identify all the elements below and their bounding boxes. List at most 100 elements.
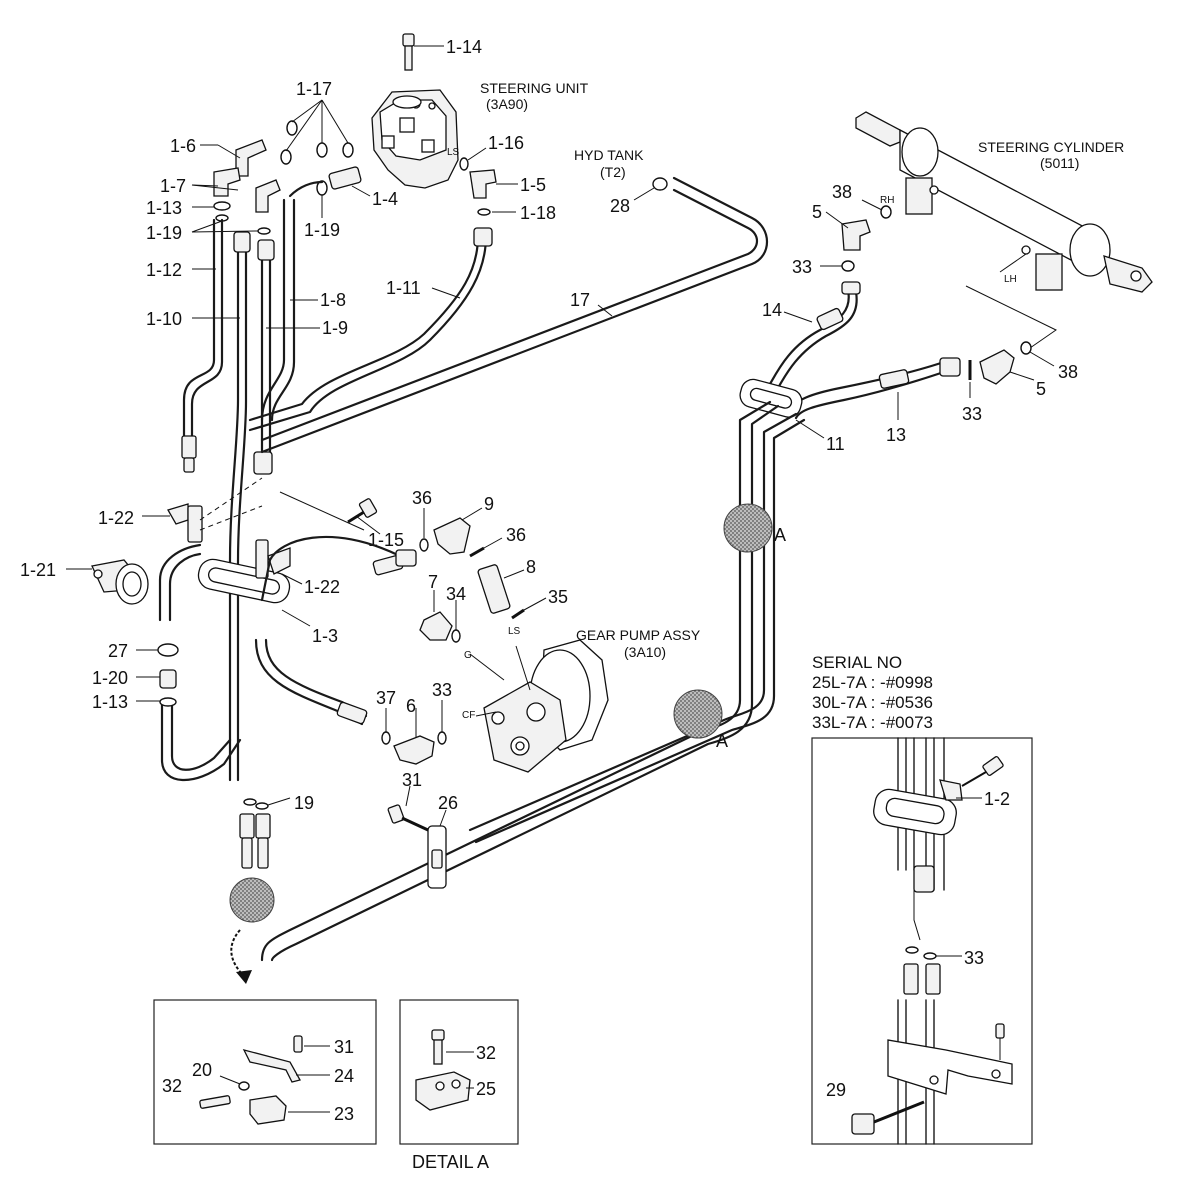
- oring-1-18: [477, 208, 516, 216]
- callout-1-9: 1-9: [322, 318, 348, 338]
- port-lh: LH: [1004, 274, 1017, 285]
- steering-cylinder: [855, 111, 1153, 293]
- callout-1-22-left: 1-22: [98, 508, 134, 528]
- serial-inset-box: [811, 737, 1033, 1145]
- steering-unit-code: (3A90): [486, 96, 528, 112]
- callout-31: 31: [402, 770, 422, 790]
- callout-36-b: 36: [506, 525, 526, 545]
- detail-box-clamp: [153, 999, 377, 1145]
- detail-a-callout-32: 32: [476, 1043, 496, 1063]
- elbow-1-5: [469, 169, 518, 199]
- serial-heading: SERIAL NO: [812, 653, 902, 672]
- callout-28: 28: [610, 196, 630, 216]
- callout-1-4: 1-4: [372, 189, 398, 209]
- orings-1-17: [280, 99, 354, 165]
- detail-a-callout-25: 25: [476, 1079, 496, 1099]
- callout-1-19-mid: 1-19: [304, 220, 340, 240]
- inset-clamp-1-2: [873, 756, 1004, 836]
- port-g: G: [464, 650, 472, 661]
- detail-callout-20: 20: [192, 1060, 212, 1080]
- pressure-hose-pump: [254, 535, 417, 726]
- port-ls-top: LS: [447, 147, 460, 158]
- callout-19: 19: [294, 793, 314, 813]
- detail-a-marker-lower: [673, 689, 723, 739]
- callout-13: 13: [886, 425, 906, 445]
- elbow-5-top: [825, 211, 871, 251]
- clamp-26: [427, 809, 447, 889]
- callout-33-right: 33: [962, 404, 982, 424]
- clamp-27: [136, 643, 179, 657]
- serial-line-25l: 25L-7A : -#0998: [812, 673, 933, 692]
- callout-34: 34: [446, 584, 466, 604]
- callout-7: 7: [428, 572, 438, 592]
- oring-36-a: [419, 508, 429, 552]
- inset-callout-29: 29: [826, 1080, 846, 1100]
- elbow-5-right: [979, 349, 1035, 385]
- callout-1-11: 1-11: [386, 278, 421, 298]
- gear-pump-name: GEAR PUMP ASSY: [576, 627, 701, 643]
- oring-33-mid: [437, 700, 447, 745]
- oring-38-right: [1020, 341, 1055, 367]
- gear-pump: [469, 639, 609, 773]
- oring-38-top: [861, 199, 892, 219]
- detail-a-box: [399, 999, 519, 1145]
- callout-1-13-bottom: 1-13: [92, 692, 128, 712]
- callout-14: 14: [762, 300, 782, 320]
- callout-1-8: 1-8: [320, 290, 346, 310]
- callout-1-3: 1-3: [312, 626, 338, 646]
- callout-1-5: 1-5: [520, 175, 546, 195]
- detail-clamp-parts: [199, 1035, 330, 1125]
- hose-14: [768, 281, 861, 390]
- callout-5-right: 5: [1036, 379, 1046, 399]
- callout-33-mid: 33: [432, 680, 452, 700]
- elbow-6: [393, 708, 435, 765]
- clamp-11: [739, 378, 825, 439]
- steering-unit: [371, 89, 459, 189]
- callout-a-lower: A: [716, 731, 728, 751]
- clamp-28: [633, 177, 668, 201]
- callout-1-22-mid: 1-22: [304, 577, 340, 597]
- detail-callout-31: 31: [334, 1037, 354, 1057]
- port-ls-pump: LS: [508, 626, 521, 637]
- callout-37: 37: [376, 688, 396, 708]
- callout-38-right: 38: [1058, 362, 1078, 382]
- steering-cylinder-code: (5011): [1040, 155, 1079, 171]
- fitting-7: [419, 590, 453, 641]
- callout-5-top: 5: [812, 202, 822, 222]
- callout-1-21: 1-21: [20, 560, 56, 580]
- port-rh: RH: [880, 195, 894, 206]
- oring-1-19-mid: [316, 180, 328, 218]
- callout-35: 35: [548, 587, 568, 607]
- callout-1-17: 1-17: [296, 79, 332, 99]
- callout-1-7: 1-7: [160, 176, 186, 196]
- inset-bracket-29: [851, 1023, 1013, 1135]
- gear-pump-code: (3A10): [624, 644, 666, 660]
- hose-1-8: [260, 180, 324, 422]
- oring-37: [381, 708, 391, 745]
- oring-1-13-top: [192, 201, 231, 211]
- oring-34: [451, 600, 461, 643]
- bolt-1-14: [402, 33, 444, 71]
- callout-17: 17: [570, 290, 590, 310]
- callout-33-top: 33: [792, 257, 812, 277]
- callout-1-12: 1-12: [146, 260, 182, 280]
- tube-1-10: [228, 231, 251, 782]
- callout-8: 8: [526, 557, 536, 577]
- detail-a-marker-upper: [723, 503, 773, 553]
- callout-38-top: 38: [832, 182, 852, 202]
- elbow-9: [433, 507, 483, 555]
- steering-cylinder-name: STEERING CYLINDER: [978, 139, 1124, 155]
- callout-1-10: 1-10: [146, 309, 182, 329]
- oring-35: [511, 597, 547, 620]
- inset-callout-1-2: 1-2: [984, 789, 1010, 809]
- oring-33-top: [820, 260, 855, 272]
- clamp-1-3: [197, 558, 311, 627]
- return-pipe-17: [260, 176, 768, 454]
- bolt-1-15: [279, 491, 381, 535]
- inset-fittings: [903, 865, 962, 995]
- detail-callout-24: 24: [334, 1066, 354, 1086]
- bolt-31: [387, 785, 429, 832]
- oring-1-13-bottom: [136, 697, 177, 707]
- oring-36-b: [469, 537, 503, 558]
